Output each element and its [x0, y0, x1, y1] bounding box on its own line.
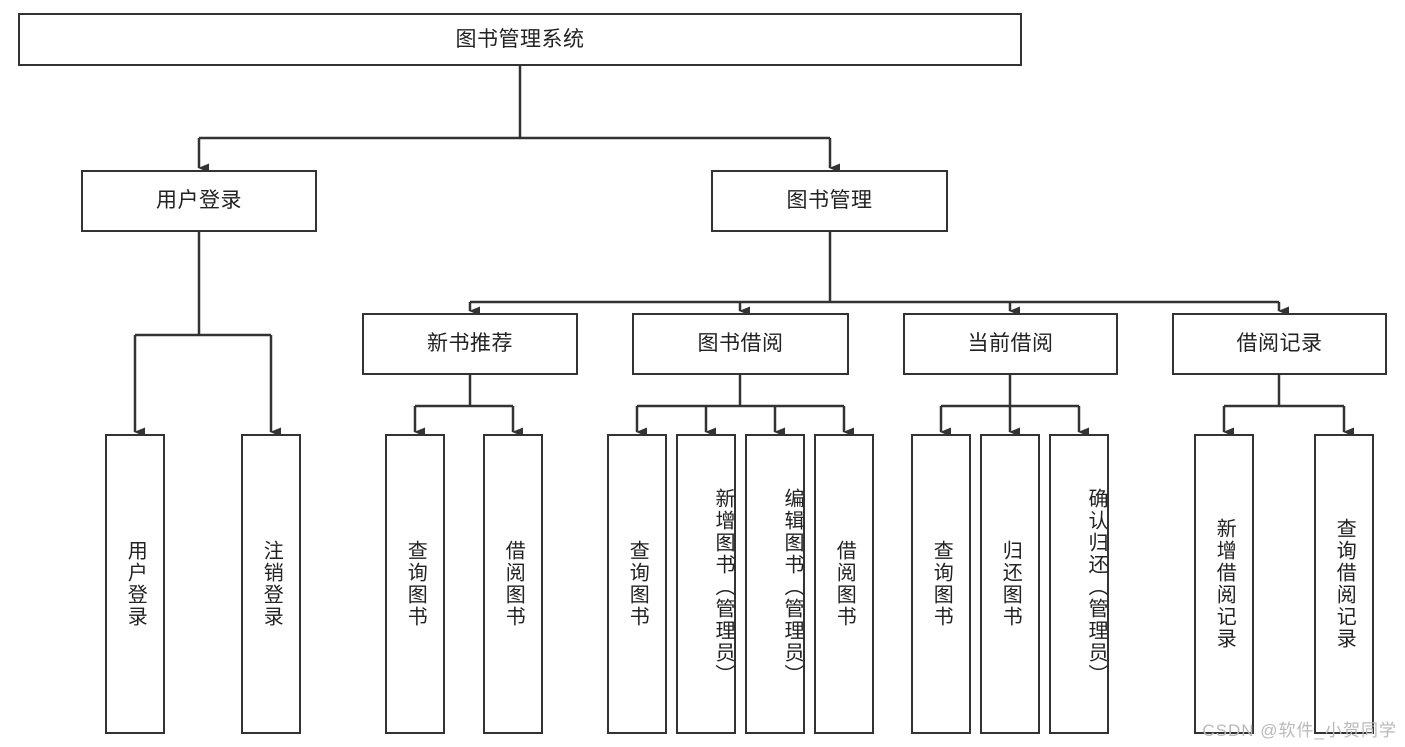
node-label: 借阅图书: [502, 540, 525, 628]
leaf-book-borrow-borrow-books[interactable]: 借阅图书: [814, 434, 874, 734]
node-label: 用户登录: [156, 189, 242, 213]
node-borrowing-record[interactable]: 借阅记录: [1172, 313, 1387, 375]
leaf-book-borrow-query-books[interactable]: 查询图书: [607, 434, 667, 734]
node-label: 用户登录: [124, 540, 147, 628]
csdn-watermark: CSDN @软件_小贺同学: [1202, 721, 1397, 740]
leaf-user-login-login[interactable]: 用户登录: [105, 434, 165, 734]
node-label: 借阅记录: [1236, 332, 1323, 356]
leaf-current-borrow-confirm-return-admin[interactable]: 确认归还（管理员）: [1049, 434, 1109, 734]
node-label: 查询借阅记录: [1333, 518, 1356, 650]
node-label: 新增借阅记录: [1213, 518, 1236, 650]
leaf-borrow-record-query-record[interactable]: 查询借阅记录: [1314, 434, 1374, 734]
leaf-book-borrow-add-book-admin[interactable]: 新增图书（管理员）: [676, 434, 736, 734]
leaf-new-book-query-books[interactable]: 查询图书: [385, 434, 445, 734]
node-label: 注销登录: [260, 540, 283, 628]
node-label: 图书借阅: [697, 332, 784, 356]
node-label: 查询图书: [626, 540, 649, 628]
leaf-current-borrow-return-books[interactable]: 归还图书: [980, 434, 1040, 734]
node-label: 查询图书: [404, 540, 427, 628]
node-label: 确认归还（管理员）: [1085, 488, 1107, 686]
node-book-borrowing[interactable]: 图书借阅: [632, 313, 849, 375]
node-label: 归还图书: [999, 540, 1022, 628]
node-label: 编辑图书（管理员）: [781, 488, 803, 686]
leaf-user-login-logout[interactable]: 注销登录: [241, 434, 301, 734]
node-label: 查询图书: [930, 540, 953, 628]
node-label: 图书管理系统: [455, 27, 585, 51]
node-root-library-system[interactable]: 图书管理系统: [18, 13, 1022, 66]
node-current-borrowing[interactable]: 当前借阅: [903, 313, 1118, 375]
node-label: 新增图书（管理员）: [712, 488, 734, 686]
leaf-borrow-record-add-record[interactable]: 新增借阅记录: [1194, 434, 1254, 734]
node-label: 新书推荐: [427, 332, 513, 356]
leaf-book-borrow-edit-book-admin[interactable]: 编辑图书（管理员）: [745, 434, 805, 734]
node-label: 借阅图书: [833, 540, 856, 628]
node-book-management[interactable]: 图书管理: [711, 170, 948, 232]
leaf-new-book-borrow-books[interactable]: 借阅图书: [483, 434, 543, 734]
leaf-current-borrow-query-books[interactable]: 查询图书: [911, 434, 971, 734]
node-user-login[interactable]: 用户登录: [81, 170, 317, 232]
node-new-book-recommendation[interactable]: 新书推荐: [362, 313, 578, 375]
node-label: 当前借阅: [967, 332, 1054, 356]
node-label: 图书管理: [786, 189, 873, 213]
